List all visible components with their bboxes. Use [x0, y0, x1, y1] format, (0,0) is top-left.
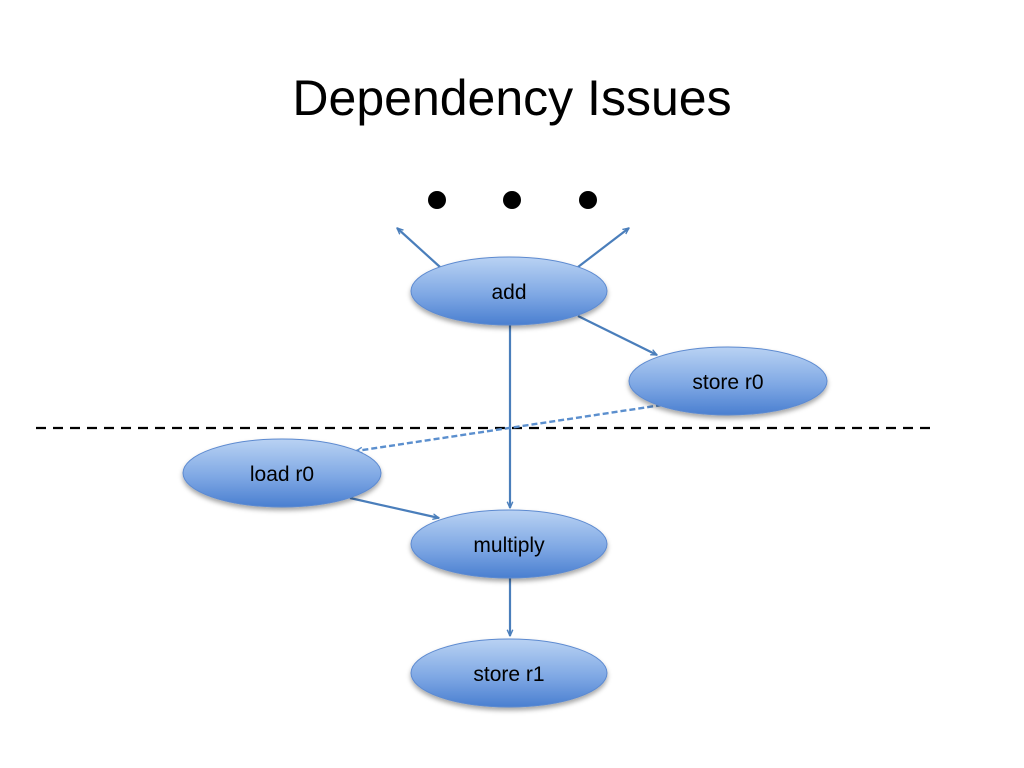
node-shape: [410, 638, 608, 708]
edge-load-r0-to-multiply: [349, 496, 439, 518]
edges: [349, 228, 663, 636]
node-store-r0: store r0: [628, 346, 828, 416]
ellipsis-dot: [503, 191, 521, 209]
node-label: store r1: [473, 663, 544, 686]
edge-store-r0-to-load-r0: [356, 403, 663, 451]
node-label: multiply: [473, 534, 545, 557]
node-label: load r0: [250, 463, 314, 486]
node-multiply: multiply: [410, 509, 608, 579]
edge-add-to-ellipsis-left: [397, 228, 441, 268]
node-shape: [182, 438, 382, 508]
node-shape: [410, 509, 608, 579]
edge-add-to-store-r0: [577, 315, 657, 356]
node-store-r1: store r1: [410, 638, 608, 708]
ellipsis-dot: [428, 191, 446, 209]
node-shape: [628, 346, 828, 416]
node-add: add: [410, 256, 608, 326]
node-label: add: [491, 281, 526, 304]
node-load-r0: load r0: [182, 438, 382, 508]
ellipsis-dots: [428, 191, 597, 209]
edge-add-to-ellipsis-right: [577, 228, 629, 268]
node-label: store r0: [692, 371, 763, 394]
node-shape: [410, 256, 608, 326]
ellipsis-dot: [579, 191, 597, 209]
slide-title: Dependency Issues: [292, 70, 732, 126]
